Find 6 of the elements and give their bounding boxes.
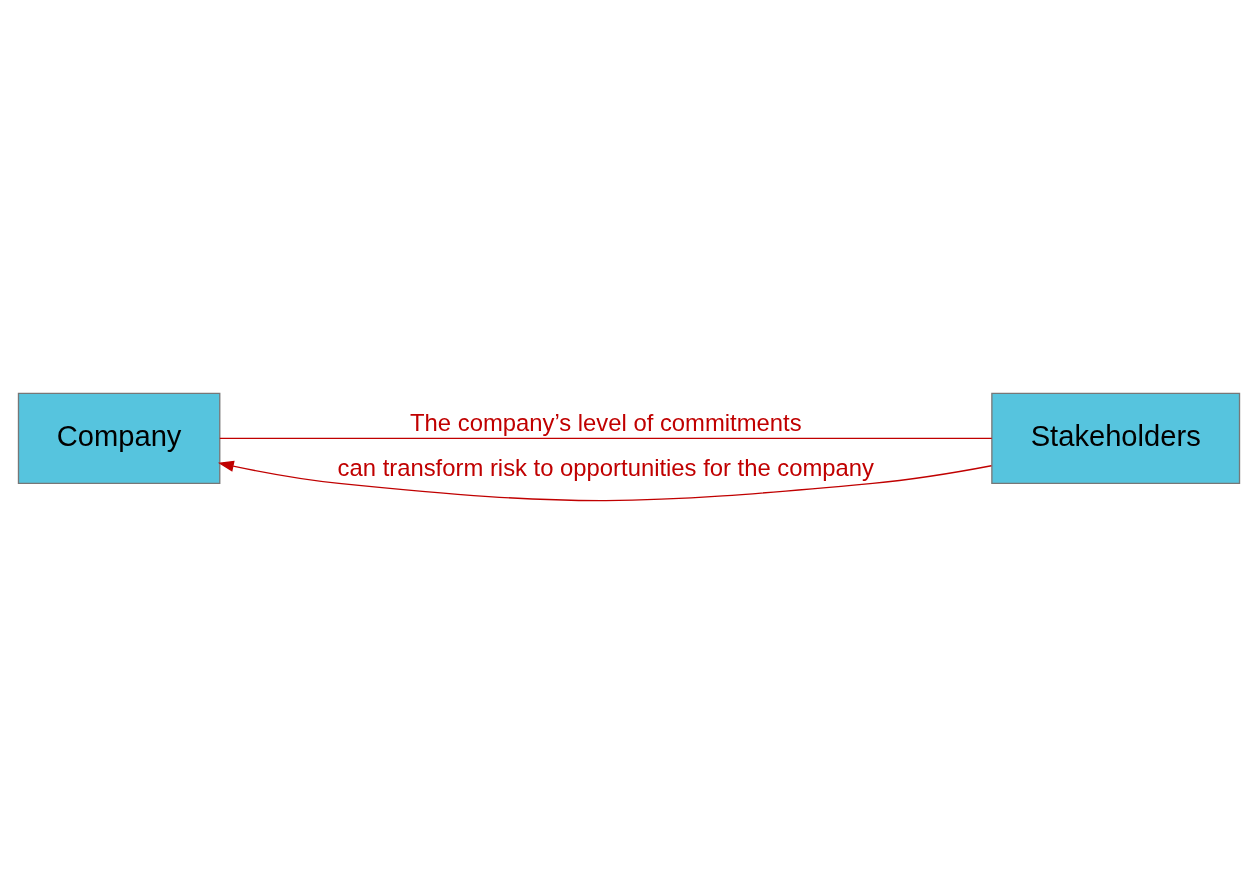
node-box: Stakeholders bbox=[991, 392, 1241, 484]
node-box: Company bbox=[17, 392, 221, 484]
arrow bbox=[217, 460, 993, 501]
connector bbox=[219, 437, 993, 439]
edge-label: The company’s level of commitments bbox=[410, 408, 802, 436]
edge-label: can transform risk to opportunities for the company bbox=[337, 453, 875, 481]
